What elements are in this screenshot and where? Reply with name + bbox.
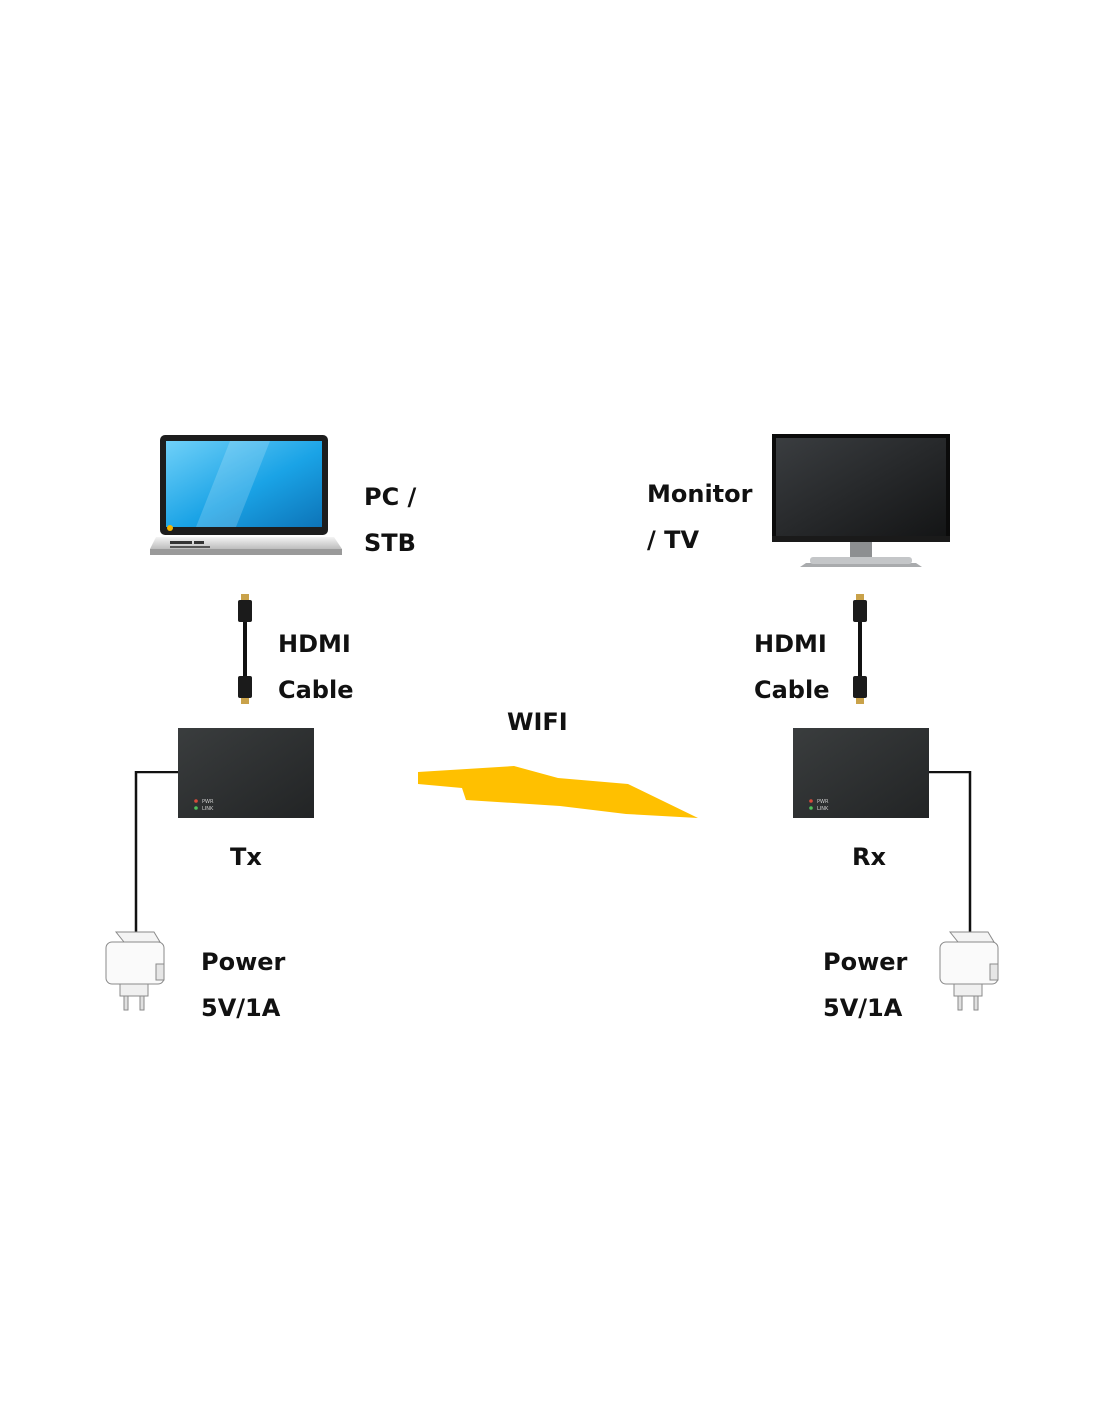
hdmi-right-label: HDMI Cable (754, 621, 830, 713)
tx-led-link-text: LINK (202, 806, 214, 812)
hdmi-cable-left-icon (233, 594, 257, 704)
receiver-label: Rx (852, 843, 886, 871)
receiver-box: PWR LINK (793, 728, 929, 818)
hdmi-left-label-line1: HDMI (278, 630, 351, 658)
source-label-line1: PC / (364, 483, 417, 511)
hdmi-left-label-line2: Cable (278, 676, 354, 704)
power-right-label: Power 5V/1A (823, 939, 907, 1031)
power-wire-left (134, 771, 182, 933)
power-adapter-right-icon (936, 928, 1008, 1014)
display-label-line2: / TV (647, 526, 700, 554)
rx-led-pwr-text: PWR (817, 799, 829, 805)
power-left-label-line2: 5V/1A (201, 994, 281, 1022)
transmitter-box: PWR LINK (178, 728, 314, 818)
hdmi-right-label-line2: Cable (754, 676, 830, 704)
hdmi-cable-right-icon (848, 594, 872, 704)
rx-led-link-text: LINK (817, 806, 829, 812)
display-label-line1: Monitor (647, 480, 753, 508)
power-right-label-line1: Power (823, 948, 908, 976)
source-label-line2: STB (364, 529, 416, 557)
power-adapter-left-icon (102, 928, 174, 1014)
power-left-label: Power 5V/1A (201, 939, 285, 1031)
hdmi-right-label-line1: HDMI (754, 630, 827, 658)
wifi-lightning-icon (418, 764, 698, 824)
power-wire-right (926, 771, 974, 933)
display-label: Monitor / TV (647, 471, 752, 563)
power-right-label-line2: 5V/1A (823, 994, 903, 1022)
hdmi-left-label: HDMI Cable (278, 621, 354, 713)
monitor-icon (770, 433, 952, 571)
power-left-label-line1: Power (201, 948, 286, 976)
laptop-icon (150, 433, 342, 561)
transmitter-label: Tx (230, 843, 262, 871)
wifi-label: WIFI (507, 708, 568, 736)
tx-led-pwr-text: PWR (202, 799, 214, 805)
source-label: PC / STB (364, 474, 416, 566)
